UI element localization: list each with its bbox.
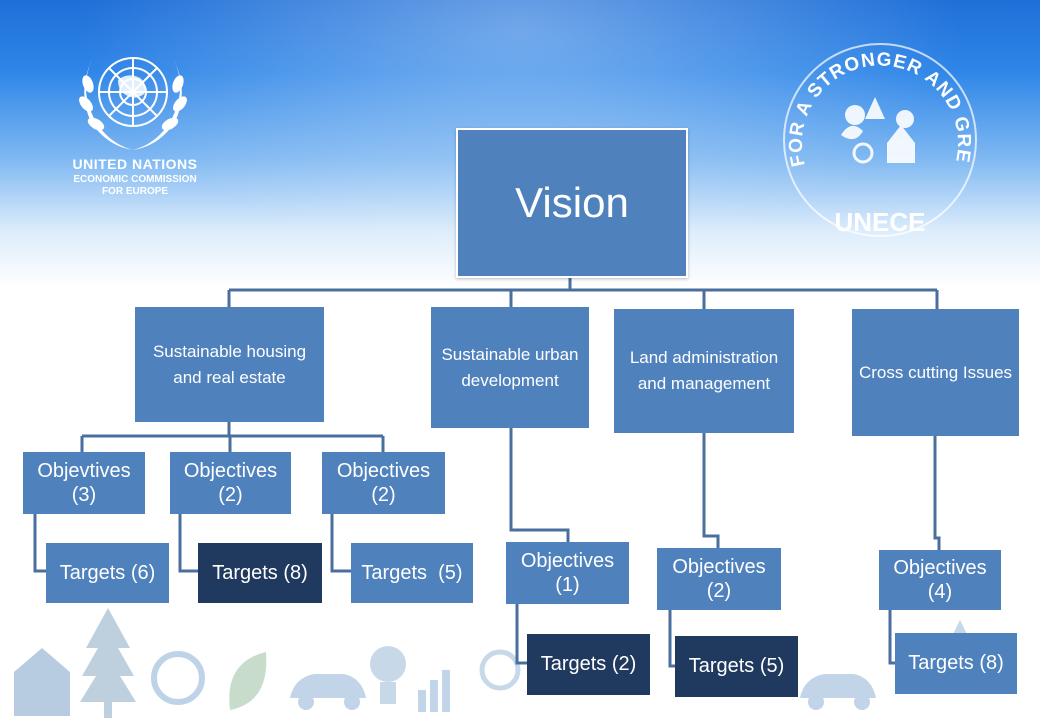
target-cross-cutting: Targets (8) <box>895 633 1017 694</box>
un-emblem-icon <box>79 57 187 150</box>
objective-urban: Objectives (1) <box>506 542 629 604</box>
objective-cross-cutting: Objectives (4) <box>879 550 1001 610</box>
objective-land: Objectives (2) <box>657 548 781 610</box>
bar-chart-icon <box>418 670 450 712</box>
tree-icon <box>80 608 136 718</box>
un-title: UNITED NATIONS <box>72 156 198 172</box>
target-housing-1: Targets (6) <box>46 543 169 603</box>
vision-box: Vision <box>456 128 688 278</box>
car-icon-2 <box>800 674 876 710</box>
objective-housing-2: Objectives (2) <box>170 452 291 514</box>
category-cross-cutting: Cross cutting Issues <box>852 309 1019 436</box>
objective-housing-3: Objectives (2) <box>322 452 445 514</box>
recycle-icon <box>151 651 205 705</box>
category-land: Land administration and management <box>614 309 794 433</box>
commission-line-1: ECONOMIC COMMISSION <box>73 174 197 185</box>
target-urban: Targets (2) <box>527 634 650 695</box>
badge-icons-icon <box>841 97 915 164</box>
unece-logo: UNITED NATIONS ECONOMIC COMMISSION FOR E… <box>60 40 210 200</box>
bulb-icon <box>370 646 406 704</box>
badge-brand: UNECE <box>834 207 925 237</box>
target-housing-3: Targets (5) <box>351 543 473 603</box>
target-land: Targets (5) <box>675 636 798 697</box>
car-icon <box>290 674 366 710</box>
leaf-icon <box>229 652 267 710</box>
commission-line-2: FOR EUROPE <box>101 186 169 197</box>
category-urban: Sustainable urban development <box>431 307 589 428</box>
gear-icon <box>479 649 521 691</box>
objective-housing-1: Objevtives (3) <box>23 452 145 514</box>
house-icon <box>14 648 70 716</box>
target-housing-2: Targets (8) <box>198 543 322 603</box>
green-economy-badge: FOR A STRONGER AND GREENER ECONOMY UNECE <box>775 35 977 237</box>
category-housing: Sustainable housing and real estate <box>135 307 324 422</box>
